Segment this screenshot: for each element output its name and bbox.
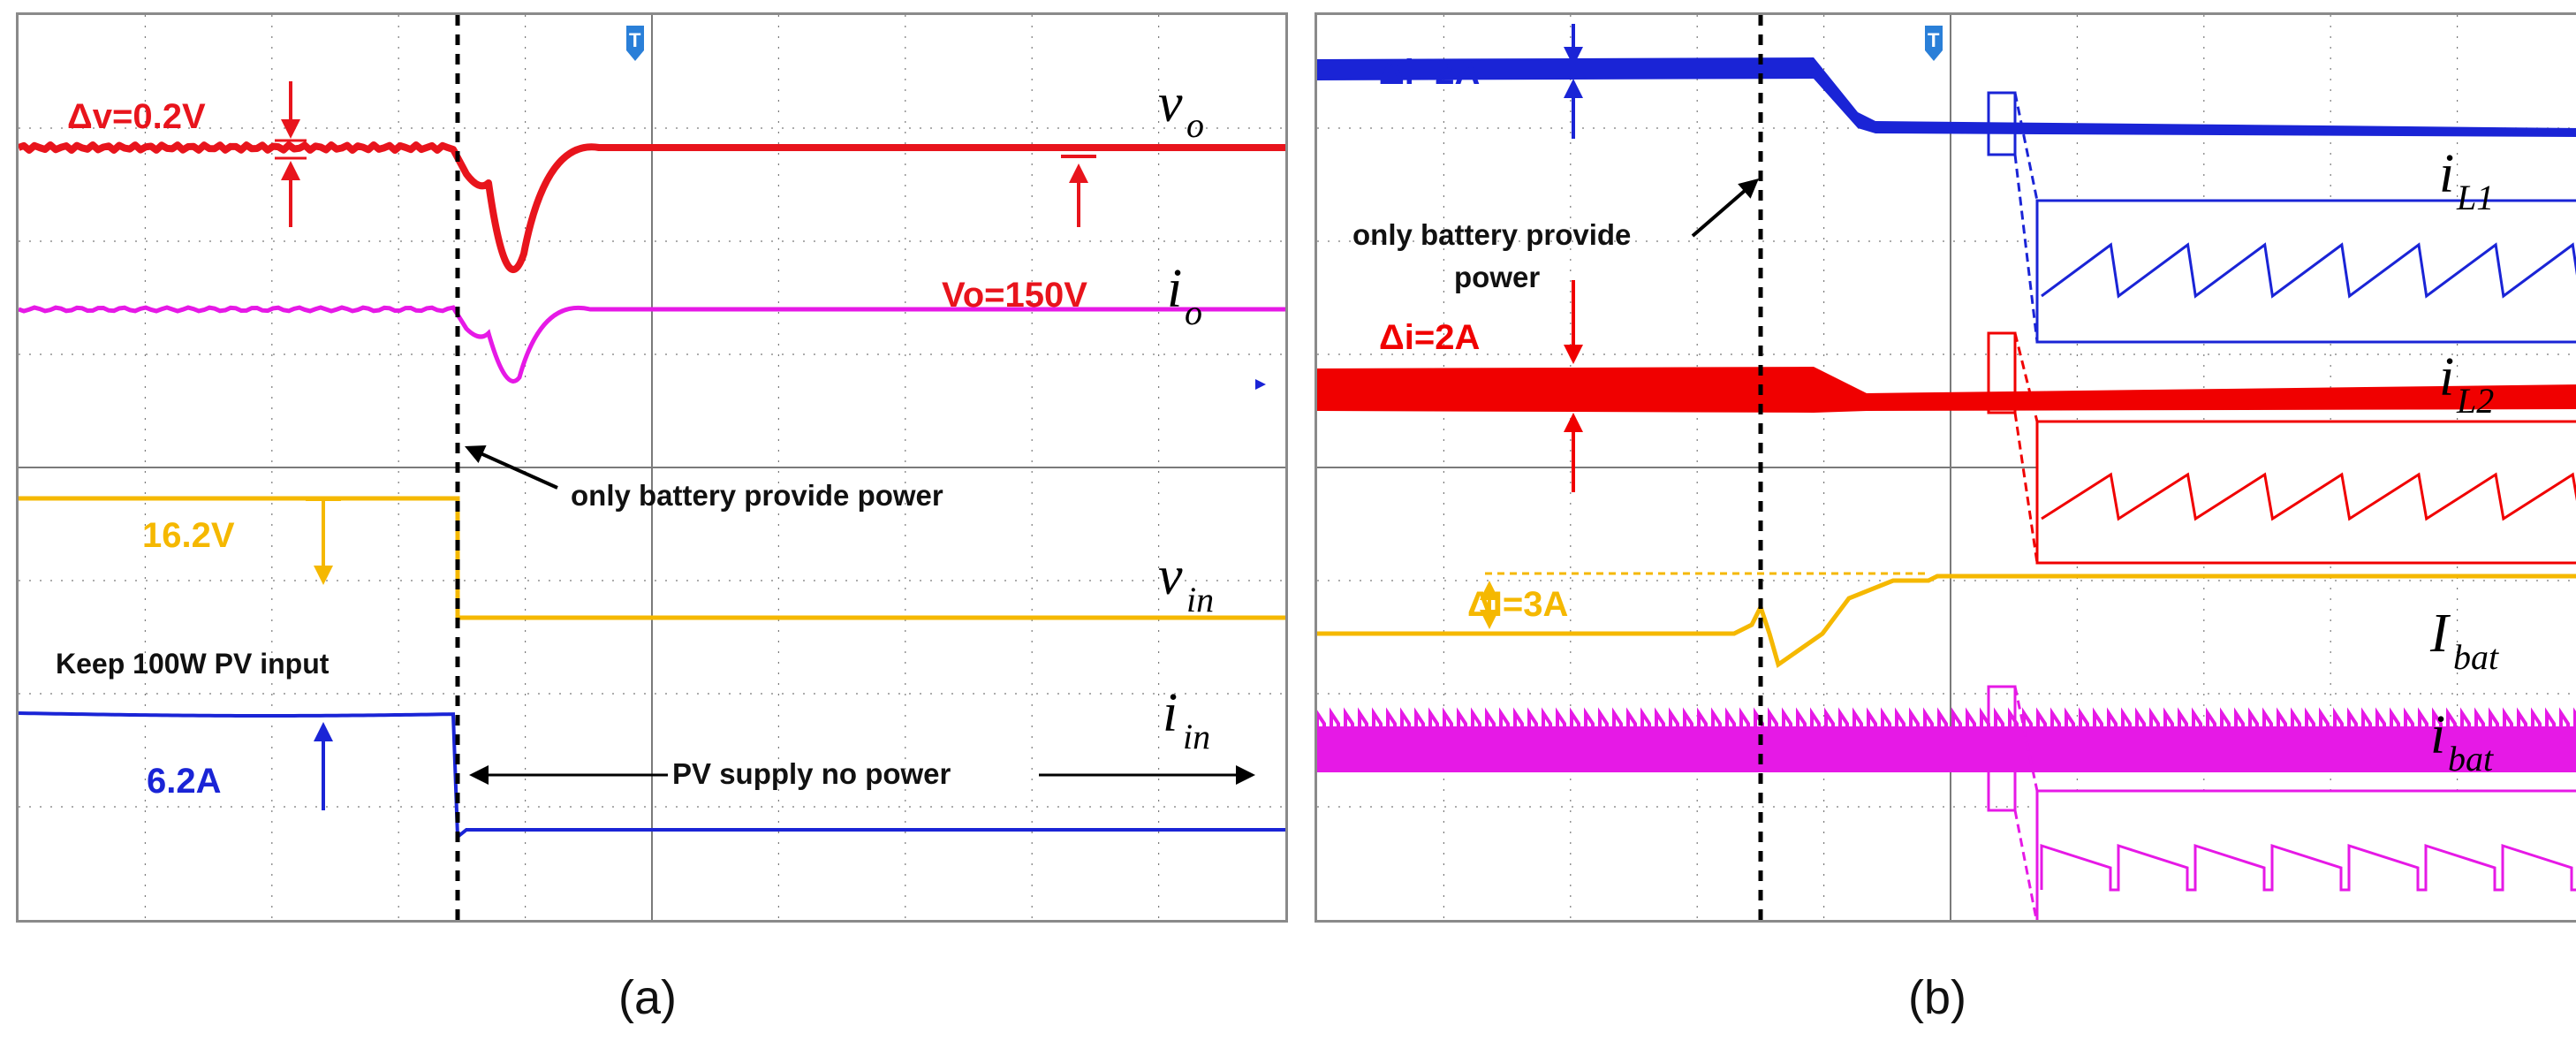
delta-i2-label: Δi=2A xyxy=(1379,318,1480,357)
pv-no-power-label: PV supply no power xyxy=(672,757,951,790)
delta-i2-arrow-top-head xyxy=(1564,345,1583,364)
zoom-ibat-link-bottom xyxy=(2013,809,2038,920)
svg-text:I: I xyxy=(2429,604,2451,664)
trace-iL2 xyxy=(1317,367,2576,413)
zoom-ibat-link-top xyxy=(2013,686,2039,792)
iL2-symbol: i L2 xyxy=(2439,347,2494,421)
battery-only-arrow-b-head xyxy=(1738,179,1759,199)
delta-v-arrow-top-head xyxy=(281,119,300,139)
scope-panel-b: Δi=2A Δi=2A ΔI=3A only battery provide p… xyxy=(1315,12,2576,923)
svg-text:i: i xyxy=(2430,705,2445,765)
zoom-iL1-wave xyxy=(2041,242,2576,299)
trace-ibat-pulses xyxy=(1317,707,2576,757)
zoom-iL1-link-bottom xyxy=(2013,154,2039,343)
trace-vin xyxy=(19,496,1285,620)
svg-text:i: i xyxy=(1163,683,1178,743)
svg-text:L1: L1 xyxy=(2456,178,2494,217)
vin-level-label: 16.2V xyxy=(142,516,235,555)
grid-a xyxy=(19,15,1285,920)
delta-i2-arrow-bottom-head xyxy=(1564,413,1583,432)
annotations-a: Δv=0.2V Vo=150V 16.2V Keep 100W PV input… xyxy=(56,26,1214,801)
zoom-iL2-wave xyxy=(2041,472,2576,521)
svg-text:T: T xyxy=(1928,29,1940,51)
trigger-marker-b: T xyxy=(1925,26,1943,61)
trace-Ibat xyxy=(1317,574,2576,669)
trace-vo xyxy=(19,141,1285,273)
iin-level-label: 6.2A xyxy=(147,762,222,801)
battery-only-arrow-a-shaft xyxy=(478,451,558,490)
delta-ibat-arrow-bottom-head xyxy=(1480,610,1499,629)
battery-only-arrow-b-shaft xyxy=(1691,187,1749,238)
svg-text:bat: bat xyxy=(2453,637,2499,677)
trace-iL1 xyxy=(1317,57,2576,137)
svg-text:i: i xyxy=(2439,347,2454,407)
battery-only-label-b2: power xyxy=(1454,261,1540,293)
io-symbol: i o xyxy=(1167,259,1202,332)
keep-pv-label: Keep 100W PV input xyxy=(56,648,330,680)
caption-a: (a) xyxy=(618,971,677,1024)
trigger-marker-a: T xyxy=(626,26,644,61)
scope-b-plot: Δi=2A Δi=2A ΔI=3A only battery provide p… xyxy=(1317,15,2576,920)
delta-ibat-arrow-top-head xyxy=(1480,581,1499,600)
annotations-b: Δi=2A Δi=2A ΔI=3A only battery provide p… xyxy=(1352,26,2499,779)
svg-text:i: i xyxy=(1167,259,1182,319)
svg-text:L2: L2 xyxy=(2456,381,2494,421)
battery-only-label-b1: only battery provide xyxy=(1352,218,1631,251)
iin-level-arrow-head xyxy=(314,722,333,741)
zoom-iL2-box xyxy=(2035,420,2576,565)
svg-text:in: in xyxy=(1186,580,1214,619)
svg-text:o: o xyxy=(1186,105,1204,145)
vo-level-arrow-head xyxy=(1069,163,1088,183)
zoom-iL1-link-top xyxy=(2013,92,2039,201)
iin-symbol: i in xyxy=(1163,683,1210,756)
svg-text:o: o xyxy=(1185,292,1202,332)
trace-iin xyxy=(19,711,1285,841)
vo-symbol: v o xyxy=(1158,73,1204,145)
caption-b: (b) xyxy=(1908,971,1966,1024)
delta-i1-label: Δi=2A xyxy=(1379,53,1480,92)
traces-a xyxy=(19,15,1285,920)
vo-level-label: Vo=150V xyxy=(942,276,1087,315)
zoom-ibat-source xyxy=(1987,685,2017,812)
scope-a-plot: Δv=0.2V Vo=150V 16.2V Keep 100W PV input… xyxy=(19,15,1285,920)
zoom-iL2-link-top xyxy=(2013,332,2039,422)
battery-only-label-a: only battery provide power xyxy=(571,479,943,512)
delta-v-arrow-bottom-head xyxy=(281,161,300,180)
iL1-symbol: i L1 xyxy=(2439,144,2494,217)
svg-text:bat: bat xyxy=(2448,739,2494,779)
vin-symbol: v in xyxy=(1158,546,1214,619)
zoom-iL2-link-bottom xyxy=(2013,412,2039,564)
delta-ibat-label: ΔI=3A xyxy=(1467,585,1568,624)
traces-b xyxy=(1317,15,2576,920)
zoom-iL1-source xyxy=(1987,91,2017,156)
svg-text:v: v xyxy=(1158,73,1183,133)
vin-level-arrow-head xyxy=(314,566,333,585)
delta-i1-arrow-top-head xyxy=(1564,47,1583,66)
delta-i1-arrow-bottom-head xyxy=(1564,79,1583,98)
delta-v-label: Δv=0.2V xyxy=(67,97,206,136)
trace-ibat xyxy=(1317,726,2576,772)
svg-text:i: i xyxy=(2439,144,2454,204)
battery-only-arrow-a-head xyxy=(465,444,487,464)
svg-text:T: T xyxy=(629,29,641,51)
zoom-ibat-wave xyxy=(2040,843,2576,892)
svg-text:v: v xyxy=(1158,546,1183,606)
Ibat-symbol: I bat xyxy=(2429,604,2499,677)
svg-text:in: in xyxy=(1183,717,1210,756)
trace-io xyxy=(19,305,1285,384)
channel-marker-a xyxy=(1255,379,1266,390)
ibat-symbol: i bat xyxy=(2430,705,2494,779)
scope-panel-a: Δv=0.2V Vo=150V 16.2V Keep 100W PV input… xyxy=(16,12,1288,923)
zoom-iL2-source xyxy=(1987,331,2017,414)
